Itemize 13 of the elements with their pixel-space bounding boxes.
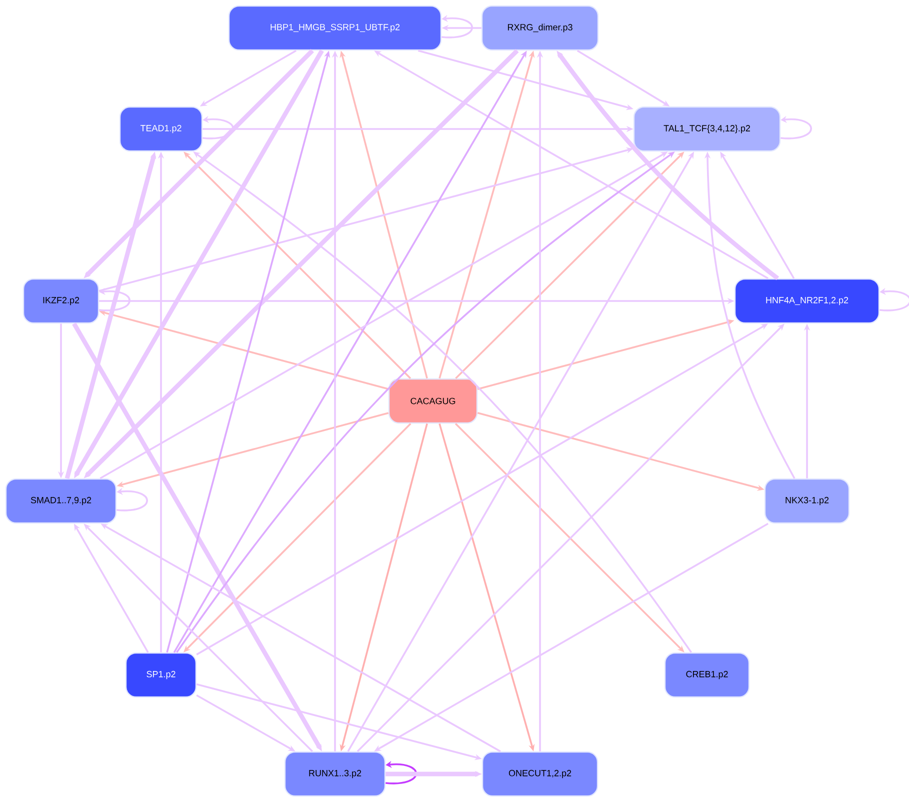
node-box: TAL1_TCF{3,4,12}.p2 — [633, 106, 781, 152]
node-box: RUNX1..3.p2 — [284, 751, 386, 797]
node-box: IKZF2.p2 — [22, 278, 100, 324]
node-box: CREB1.p2 — [664, 652, 750, 698]
node-box: CACAGUG — [388, 378, 478, 424]
node-box: NKX3-1.p2 — [764, 478, 850, 524]
node-box: SP1.p2 — [125, 652, 197, 698]
node-box: HBP1_HMGB_SSRP1_UBTF.p2 — [228, 5, 442, 51]
node-box: RXRG_dimer.p3 — [481, 5, 599, 51]
node-box: ONECUT1,2.p2 — [482, 751, 598, 797]
node-box: TEAD1.p2 — [119, 106, 203, 152]
node-box: HNF4A_NR2F1,2.p2 — [734, 278, 880, 324]
node-box: SMAD1..7,9.p2 — [5, 478, 117, 524]
